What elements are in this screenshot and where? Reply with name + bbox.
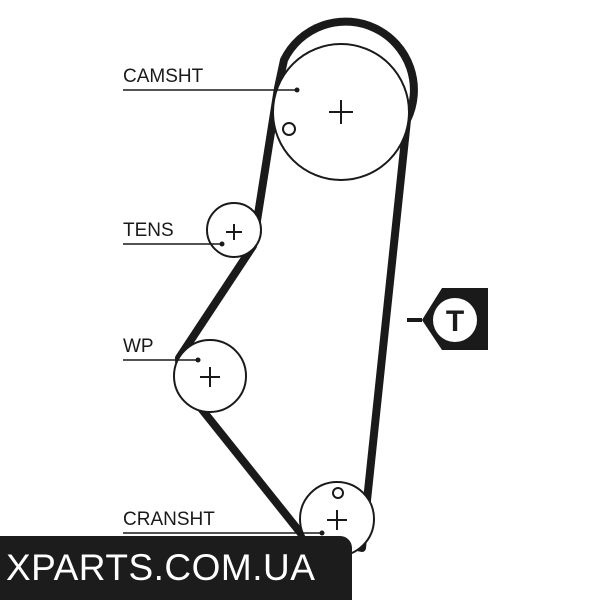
timing-belt <box>175 17 418 552</box>
tension-indicator: T <box>407 288 488 350</box>
watermark: XPARTS.COM.UA <box>0 536 352 600</box>
crankshaft-timing-mark <box>332 487 344 499</box>
crankshaft-callout: CRANSHT <box>123 509 325 536</box>
water-pump-callout: WP <box>123 336 201 363</box>
watermark-text: XPARTS.COM.UA <box>6 547 316 588</box>
water-pump-pulley <box>173 339 247 413</box>
tensioner-pulley <box>206 202 262 258</box>
camshaft-timing-mark <box>282 122 296 136</box>
tensioner-label: TENS <box>123 220 174 241</box>
tension-badge-letter: T <box>446 305 464 338</box>
tensioner-callout: TENS <box>123 220 225 247</box>
camshaft-pulley <box>272 43 410 181</box>
water-pump-label: WP <box>123 336 154 357</box>
crankshaft-label: CRANSHT <box>123 509 215 530</box>
camshaft-callout: CAMSHT <box>123 66 300 93</box>
camshaft-label: CAMSHT <box>123 66 204 87</box>
